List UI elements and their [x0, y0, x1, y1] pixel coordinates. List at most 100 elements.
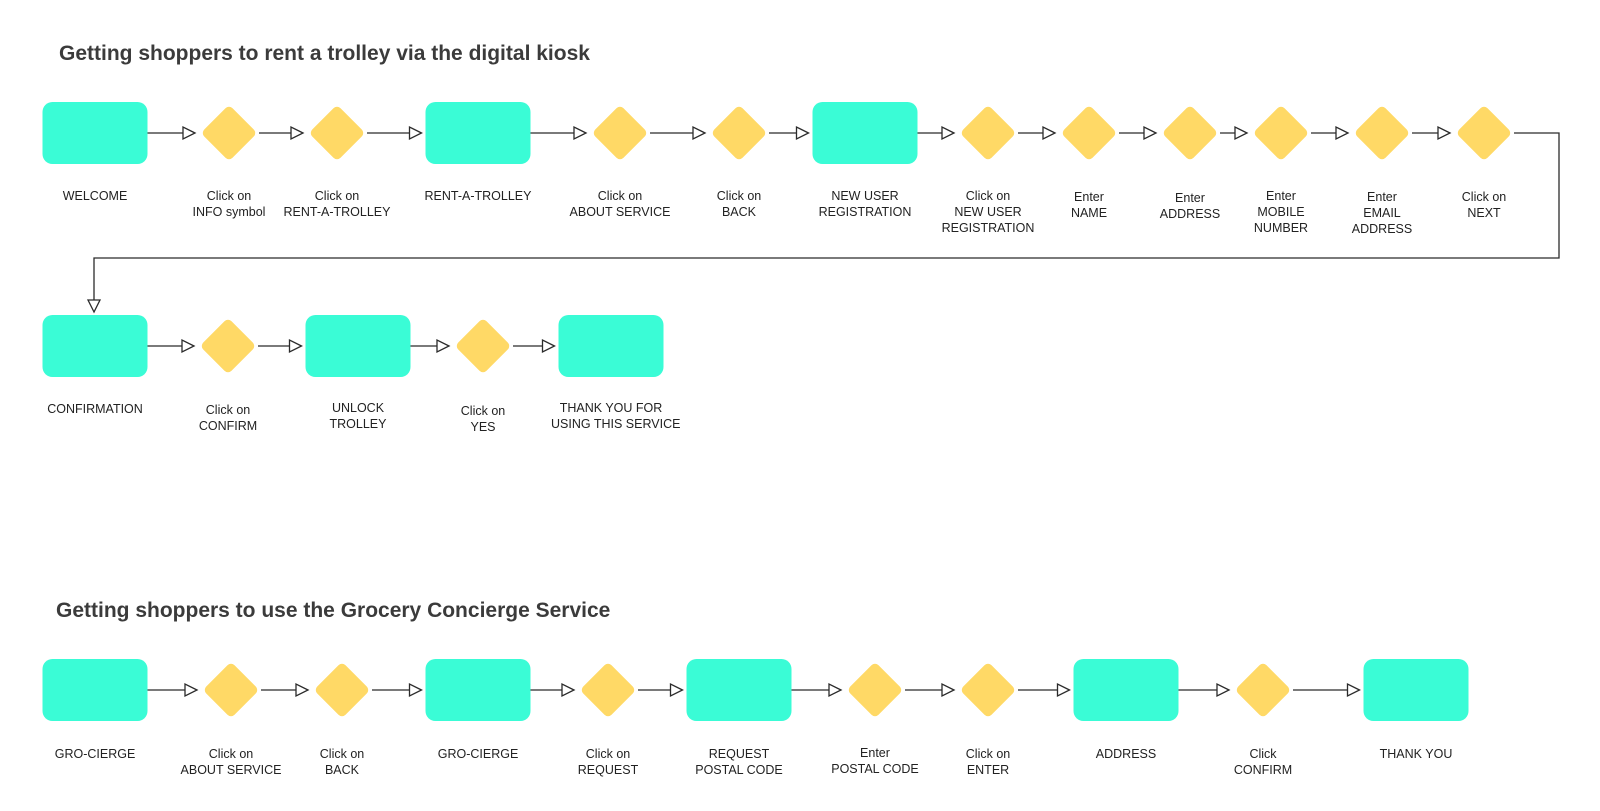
action-diamond — [1163, 106, 1217, 160]
arrowhead — [408, 125, 423, 141]
arrowhead — [184, 682, 199, 698]
arrowhead — [408, 682, 423, 698]
node-label-line: Click on — [314, 189, 360, 203]
node-label: Click on REQUEST — [548, 746, 668, 778]
action-diamond — [201, 319, 255, 373]
node-label-line: Click on — [206, 189, 252, 203]
node-label-line: REGISTRATION — [818, 205, 912, 219]
node-label-line: Click on — [597, 189, 643, 203]
arrowhead — [941, 125, 956, 141]
arrowhead — [1437, 125, 1452, 141]
action-diamond — [1355, 106, 1409, 160]
arrowhead — [295, 682, 310, 698]
node-label-line: ADDRESS — [1159, 207, 1221, 221]
arrowhead — [561, 682, 576, 698]
node-label-line: ABOUT SERVICE — [180, 763, 282, 777]
screen-node — [1363, 659, 1469, 721]
action-diamond — [310, 106, 364, 160]
screen-node — [305, 315, 411, 377]
node-label-line: GRO-CIERGE — [437, 747, 519, 761]
action-diamond — [593, 106, 647, 160]
arrowhead — [692, 125, 707, 141]
screen-node — [42, 102, 148, 164]
node-label: NEW USER REGISTRATION — [805, 188, 925, 220]
node-label-line: NEW USER — [831, 189, 899, 203]
node-label: ADDRESS — [1066, 746, 1186, 762]
node-label-line: THANK YOU FOR — [559, 401, 663, 415]
arrowhead — [181, 338, 196, 354]
node-label-line: BACK — [324, 763, 360, 777]
node-label: GRO-CIERGE — [418, 746, 538, 762]
screen-node — [425, 659, 531, 721]
node-label-line: Click on — [716, 189, 762, 203]
node-label-line: Click on — [965, 747, 1011, 761]
node-label-line: Click on — [205, 403, 251, 417]
node-label: Click on BACK — [282, 746, 402, 778]
screen-node — [42, 659, 148, 721]
node-label-line: Enter — [1175, 191, 1205, 205]
screen-node — [425, 102, 531, 164]
node-label: Click on INFO symbol — [169, 188, 289, 220]
node-label-line: RENT-A-TROLLEY — [424, 189, 532, 203]
screen-node — [686, 659, 792, 721]
node-label-line: Enter — [1074, 190, 1104, 204]
flow-1-title: Getting shoppers to rent a trolley via t… — [59, 42, 590, 65]
node-label-line: Click on — [460, 404, 506, 418]
screen-node — [558, 315, 664, 377]
arrowhead — [941, 682, 956, 698]
node-label: Click on ABOUT SERVICE — [171, 746, 291, 778]
arrowhead — [669, 682, 684, 698]
arrowhead — [1143, 125, 1158, 141]
node-label-line: Enter — [1367, 190, 1397, 204]
action-diamond — [1062, 106, 1116, 160]
action-diamond — [961, 663, 1015, 717]
node-label-line: CONFIRM — [198, 419, 258, 433]
node-label-line: NAME — [1070, 206, 1108, 220]
node-label-line: INFO symbol — [192, 205, 266, 219]
action-diamond — [204, 663, 258, 717]
node-label-line: USING THIS SERVICE — [551, 417, 681, 431]
action-diamond — [1457, 106, 1511, 160]
arrowhead — [1216, 682, 1231, 698]
node-label-line: ADDRESS — [1351, 222, 1413, 236]
node-label-line: GRO-CIERGE — [54, 747, 136, 761]
node-label: GRO-CIERGE — [35, 746, 155, 762]
node-label-line: Click on — [208, 747, 254, 761]
arrowhead — [795, 125, 810, 141]
node-label: RENT-A-TROLLEY — [418, 188, 538, 204]
node-label-line: WELCOME — [62, 189, 128, 203]
action-diamond — [581, 663, 635, 717]
node-label: THANK YOU FOR USING THIS SERVICE — [551, 400, 681, 432]
screen-node — [812, 102, 918, 164]
screen-node — [42, 315, 148, 377]
node-label-line: NEW USER — [954, 205, 1022, 219]
node-label-line: NEXT — [1467, 206, 1501, 220]
node-label-line: Click on — [585, 747, 631, 761]
node-label-line: Click on — [965, 189, 1011, 203]
arrowhead — [1234, 125, 1249, 141]
node-label: Click on ABOUT SERVICE — [560, 188, 680, 220]
node-label-line: REQUEST — [577, 763, 639, 777]
action-diamond — [1236, 663, 1290, 717]
arrowhead — [86, 299, 102, 314]
arrowhead — [436, 338, 451, 354]
action-diamond — [1254, 106, 1308, 160]
arrowhead — [1056, 682, 1071, 698]
node-label-line: UNLOCK — [331, 401, 385, 415]
arrowhead — [573, 125, 588, 141]
node-label: WELCOME — [35, 188, 155, 204]
node-label-line: Click — [1249, 747, 1277, 761]
node-label-line: YES — [470, 420, 496, 434]
node-label-line: Click on — [319, 747, 365, 761]
node-label-line: ABOUT SERVICE — [569, 205, 671, 219]
